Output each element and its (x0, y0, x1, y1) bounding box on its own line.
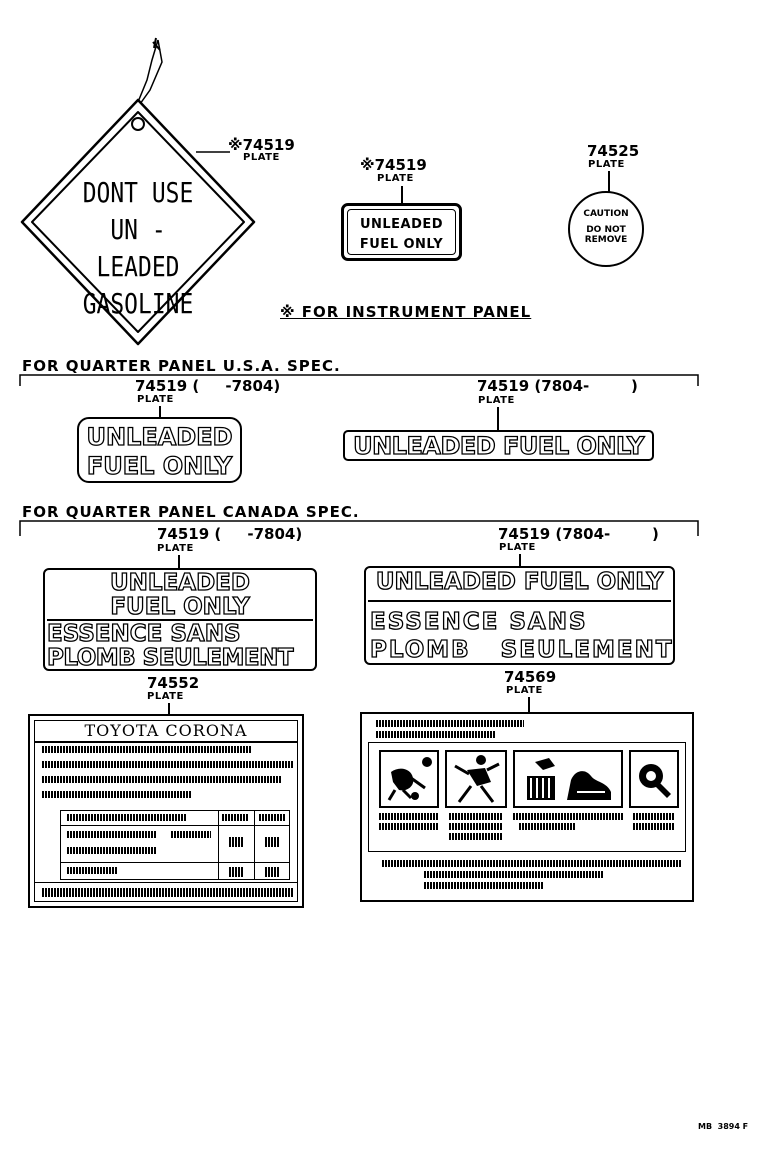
canada-right-part-number: 74519 (7804- ) (498, 525, 659, 543)
caution-line-1: CAUTION (583, 209, 629, 219)
instrument-line-1: UNLEADED (359, 217, 444, 232)
person-jack-icon (445, 750, 507, 808)
diamond-line-2: UN - LEADED (96, 213, 180, 283)
canada-right-plate-label: PLATE (499, 542, 536, 553)
instrument-part-number: ※74519 (360, 156, 427, 174)
icon-caption (633, 823, 675, 830)
diamond-plate-label: PLATE (243, 152, 280, 163)
canada-right-line-1: UNLEADED FUEL ONLY (375, 568, 664, 595)
table-cell-text (67, 831, 157, 838)
usa-right-leader (497, 407, 499, 431)
icon-caption (513, 813, 623, 820)
usa-left-leader (159, 406, 161, 418)
caution-plate-label: PLATE (588, 159, 625, 170)
canada-left-part-number: 74519 ( -7804) (157, 525, 303, 543)
fire-hazard-icon (513, 750, 623, 808)
usa-left-line-1: UNLEADED (86, 422, 233, 451)
info-spec-table (60, 810, 290, 880)
icon-caption (519, 823, 575, 830)
figure-code: MB 3894 F (698, 1122, 749, 1131)
table-cell-text (229, 837, 243, 847)
info-text-line (42, 776, 282, 783)
usa-section-heading: FOR QUARTER PANEL U.S.A. SPEC. (22, 357, 341, 375)
info-plate-title: TOYOTA CORONA (34, 721, 298, 743)
icon-caption (379, 823, 439, 830)
canada-right-plate: UNLEADED FUEL ONLY ESSENCE SANS PLOMB SE… (364, 566, 675, 665)
diamond-part-number: ※74519 (228, 136, 295, 154)
instrument-plate-label: PLATE (377, 173, 414, 184)
warning-pictogram-panel (368, 742, 686, 852)
info-plate: TOYOTA CORONA (28, 714, 304, 908)
info-text-line (42, 888, 294, 897)
warning-text-line (424, 882, 544, 889)
icon-caption (379, 813, 439, 820)
canada-bracket (19, 520, 699, 536)
info-plate-label: PLATE (147, 691, 184, 702)
caution-plate: CAUTION DO NOT REMOVE (568, 191, 644, 267)
table-cell-text (67, 867, 117, 874)
table-cell-text (259, 814, 285, 821)
canada-right-line-2: ESSENCE SANS (369, 608, 588, 635)
table-cell-text (67, 814, 187, 821)
usa-left-part-number: 74519 ( -7804) (135, 377, 281, 395)
warning-plate (360, 712, 694, 902)
info-leader (168, 703, 170, 715)
warning-leader (528, 697, 530, 713)
canada-left-leader (178, 555, 180, 569)
usa-left-plate: UNLEADED FUEL ONLY (77, 417, 242, 483)
diamond-line-1: DONT USE (82, 176, 194, 209)
instrument-leader (401, 186, 403, 204)
warning-text-line (376, 720, 524, 727)
info-part-number: 74552 (147, 674, 200, 692)
caution-line-2: DO NOT (586, 225, 626, 235)
usa-right-part-number: 74519 (7804- ) (477, 377, 638, 395)
diamond-plate-text: DONT USE UN - LEADED GASOLINE (74, 174, 202, 322)
table-cell-text (222, 814, 248, 821)
icon-caption (449, 833, 503, 840)
canada-left-line-3: ESSENCE SANS (46, 621, 241, 647)
usa-right-plate: UNLEADED FUEL ONLY (343, 430, 654, 461)
icon-caption (449, 813, 503, 820)
diamond-line-3: GASOLINE (82, 287, 194, 320)
info-text-line (42, 746, 252, 753)
warning-plate-label: PLATE (506, 685, 543, 696)
instrument-plate: UNLEADED FUEL ONLY (341, 203, 462, 261)
canada-left-line-1: UNLEADED (109, 570, 250, 596)
warning-text-line (376, 731, 496, 738)
warning-text-line (382, 860, 682, 867)
canada-section-heading: FOR QUARTER PANEL CANADA SPEC. (22, 503, 360, 521)
table-cell-text (229, 867, 243, 877)
icon-caption (449, 823, 503, 830)
caution-part-number: 74525 (587, 142, 640, 160)
instrument-panel-note: ※ FOR INSTRUMENT PANEL (280, 303, 532, 321)
table-cell-text (171, 831, 211, 838)
usa-bracket (19, 374, 699, 386)
usa-left-plate-label: PLATE (137, 394, 174, 405)
usa-right-plate-label: PLATE (478, 395, 515, 406)
usa-left-line-2: FUEL ONLY (86, 451, 233, 480)
warning-text-line (424, 871, 604, 878)
table-cell-text (265, 837, 279, 847)
caution-line-3: REMOVE (584, 235, 628, 245)
icon-caption (633, 813, 675, 820)
canada-left-line-2: FUEL ONLY (110, 594, 251, 620)
gear-hazard-icon (629, 750, 679, 808)
usa-right-line-1: UNLEADED FUEL ONLY (352, 432, 645, 460)
info-text-line (42, 761, 294, 768)
instrument-line-2: FUEL ONLY (359, 237, 444, 252)
canada-left-line-4: PLOMB SEULEMENT (46, 645, 294, 671)
canada-right-line-3: PLOMB SEULEMENT (369, 636, 674, 663)
hand-crank-icon (379, 750, 439, 808)
canada-left-plate-label: PLATE (157, 543, 194, 554)
info-text-line (42, 791, 192, 798)
diamond-plate-drawing (20, 37, 256, 346)
canada-right-leader (519, 554, 521, 567)
caution-leader (608, 171, 610, 193)
table-cell-text (67, 847, 157, 854)
warning-part-number: 74569 (504, 668, 557, 686)
canada-left-plate: UNLEADED FUEL ONLY ESSENCE SANS PLOMB SE… (43, 568, 317, 671)
table-cell-text (265, 867, 279, 877)
